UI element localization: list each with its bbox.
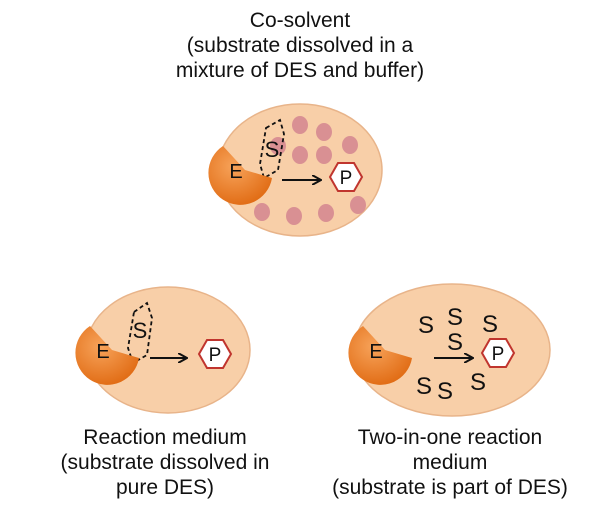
product-label: P <box>209 345 222 366</box>
substrate-dashed-hexagon <box>259 118 285 180</box>
enzyme-shape <box>348 326 412 385</box>
buffer-dot <box>292 116 308 134</box>
product-hexagon <box>197 339 233 369</box>
two-in-one-desc: (substrate is part of DES) <box>332 476 568 499</box>
substrate-dashed-hexagon <box>127 301 153 365</box>
substrate-label: S <box>447 304 463 331</box>
buffer-dot <box>318 204 334 222</box>
buffer-dot <box>350 196 366 214</box>
substrate-label: S <box>470 369 486 396</box>
product-hexagon <box>328 162 364 192</box>
buffer-dot <box>316 123 332 141</box>
buffer-dot <box>286 207 302 225</box>
two-in-one-panel: S S S S S S S E P <box>348 283 551 417</box>
substrate-molecules: S S S S S S S <box>416 304 498 405</box>
substrate-label: S <box>133 318 148 343</box>
cosolvent-caption: Co-solvent (substrate dissolved in a mix… <box>150 8 450 83</box>
substrate-label: S <box>437 378 453 405</box>
reaction-medium-panel: S E P <box>75 286 251 414</box>
substrate-label: S <box>447 329 463 356</box>
cosolvent-desc-line2: mixture of DES and buffer) <box>175 59 425 82</box>
cosolvent-title: Co-solvent <box>249 9 351 32</box>
substrate-label: S <box>265 137 280 162</box>
enzyme-label: E <box>96 341 109 363</box>
cosolvent-panel: S E P <box>208 103 383 237</box>
enzyme-shape <box>208 146 272 205</box>
buffer-dot <box>254 203 270 221</box>
substrate-label: S <box>416 373 432 400</box>
buffer-dot <box>342 136 358 154</box>
buffer-dot <box>292 146 308 164</box>
reaction-medium-title: Reaction medium <box>83 426 247 449</box>
two-in-one-caption: Two-in-one reaction medium (substrate is… <box>305 425 595 500</box>
product-label: P <box>492 344 505 365</box>
product-hexagon <box>480 338 516 368</box>
reaction-medium-caption: Reaction medium (substrate dissolved in … <box>20 425 310 500</box>
substrate-label: S <box>482 311 498 338</box>
reaction-medium-desc-line1: (substrate dissolved in <box>60 451 270 474</box>
reaction-medium-desc-line2: pure DES) <box>115 476 215 499</box>
product-label: P <box>340 168 353 189</box>
cosolvent-desc-line1: (substrate dissolved in a <box>186 34 414 57</box>
enzyme-label: E <box>229 161 242 183</box>
two-in-one-title-cont: medium <box>412 451 488 474</box>
enzyme-label: E <box>369 341 382 363</box>
enzyme-shape <box>75 326 139 385</box>
substrate-label: S <box>418 312 434 339</box>
two-in-one-title: Two-in-one reaction <box>357 426 543 449</box>
buffer-dot <box>316 146 332 164</box>
